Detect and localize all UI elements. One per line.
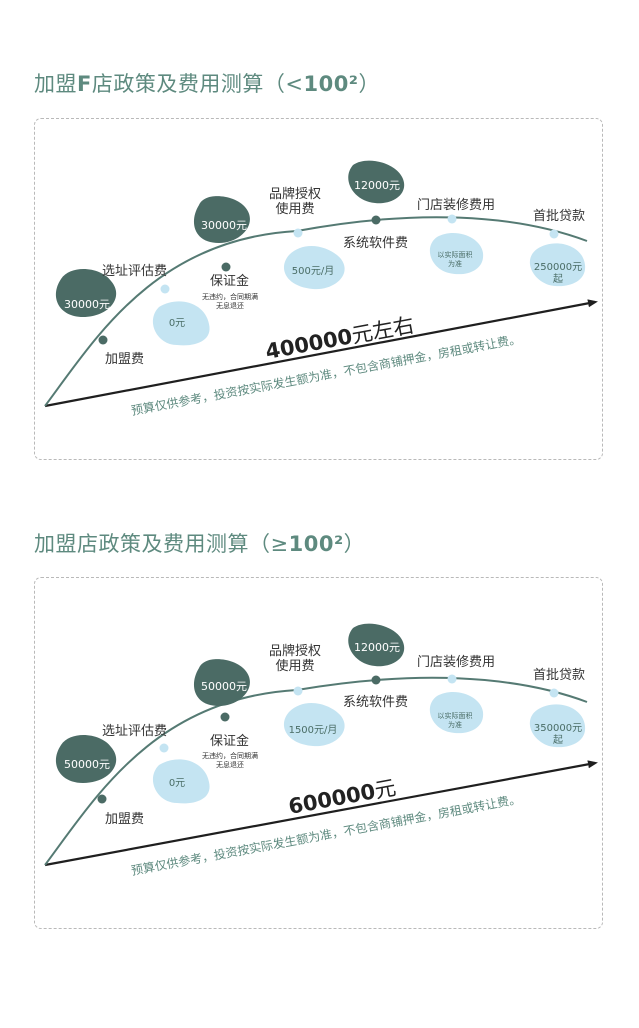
decor-fee-value-1: 以实际面积: [438, 711, 473, 720]
brand-fee-value: 1500元/月: [289, 724, 338, 736]
curve-node-brand: [293, 228, 303, 238]
fee-diagram-1: 30000元 0元 30000元 500元/月 12000元 以实际面积 为准 …: [44, 160, 598, 418]
brand-fee-label-2: 使用费: [275, 201, 314, 217]
site-fee-value: 0元: [169, 778, 185, 789]
curve-node-decor: [447, 214, 457, 224]
blob-software-fee: [348, 623, 405, 667]
curve-node-join: [98, 335, 108, 345]
deposit-note-1: 无违约，合同期满: [202, 751, 258, 760]
decor-fee-label: 门店装修费用: [417, 655, 495, 670]
curve-node-software: [371, 215, 381, 225]
curve-node-site: [159, 743, 169, 753]
join-fee-label: 加盟费: [105, 812, 144, 827]
curve-node-brand: [293, 686, 303, 696]
site-fee-value: 0元: [169, 318, 185, 329]
blob-decor-fee: [429, 691, 484, 734]
brand-fee-label-2: 使用费: [275, 658, 314, 674]
software-fee-value: 12000元: [354, 179, 400, 192]
decor-fee-value-2: 为准: [448, 720, 462, 729]
decor-fee-value-2: 为准: [448, 259, 462, 268]
section-title-2: 加盟店政策及费用测算（≥100²）: [34, 532, 366, 556]
section-title-1: 加盟F店政策及费用测算（<100²）: [34, 72, 381, 96]
decor-fee-value-1: 以实际面积: [438, 250, 473, 259]
deposit-label: 保证金: [210, 273, 249, 289]
blob-join-fee: [55, 269, 117, 317]
software-fee-label: 系统软件费: [343, 695, 408, 710]
blob-deposit: [193, 196, 250, 243]
fee-diagram-2: 50000元 0元 50000元 1500元/月 12000元 以实际面积 为准…: [44, 623, 598, 878]
brand-fee-label-1: 品牌授权: [269, 186, 321, 202]
site-fee-label: 选址评估费: [102, 724, 167, 739]
fee-card-2: 50000元 0元 50000元 1500元/月 12000元 以实际面积 为准…: [34, 577, 603, 929]
curve-node-deposit: [220, 712, 230, 722]
join-fee-value: 30000元: [64, 298, 110, 311]
blob-software-fee: [348, 160, 405, 204]
curve-node-decor: [447, 674, 457, 684]
blob-site-fee: [152, 301, 210, 346]
curve-node-site: [160, 284, 170, 294]
software-fee-label: 系统软件费: [343, 236, 408, 251]
fee-card-1: 30000元 0元 30000元 500元/月 12000元 以实际面积 为准 …: [34, 118, 603, 460]
deposit-value: 50000元: [201, 680, 247, 693]
software-fee-value: 12000元: [354, 641, 400, 654]
deposit-note-2: 无息退还: [216, 760, 244, 769]
stock-fee-label: 首批贷款: [533, 668, 585, 683]
join-fee-value: 50000元: [64, 758, 110, 771]
blob-brand-fee: [283, 246, 345, 290]
deposit-note-1: 无违约，合同期满: [202, 292, 258, 301]
blob-deposit: [193, 659, 250, 706]
blob-site-fee: [152, 759, 210, 804]
blob-brand-fee: [283, 703, 345, 747]
curve-node-stock: [549, 688, 559, 698]
brand-fee-label-1: 品牌授权: [269, 643, 321, 659]
curve-node-join: [97, 794, 107, 804]
total-arrow: [44, 299, 598, 408]
curve-node-stock: [549, 229, 559, 239]
stock-fee-value-1: 350000元: [534, 723, 582, 734]
stock-fee-label: 首批贷款: [533, 209, 585, 224]
stock-fee-value-1: 250000元: [534, 262, 582, 273]
curve-node-software: [371, 675, 381, 685]
stock-fee-value-2: 起: [553, 734, 563, 746]
total-arrow: [44, 760, 598, 867]
brand-fee-value: 500元/月: [292, 265, 334, 277]
curve-node-deposit: [221, 262, 231, 272]
deposit-label: 保证金: [210, 733, 249, 749]
total-estimate: 600000元: [287, 776, 398, 819]
join-fee-label: 加盟费: [105, 352, 144, 367]
blob-decor-fee: [429, 232, 484, 275]
blob-stock-fee: [529, 243, 586, 287]
stock-fee-value-2: 起: [553, 273, 563, 285]
deposit-note-2: 无息退还: [216, 301, 244, 310]
deposit-value: 30000元: [201, 219, 247, 232]
decor-fee-label: 门店装修费用: [417, 198, 495, 213]
blob-stock-fee: [529, 704, 586, 748]
blob-join-fee: [55, 735, 117, 783]
site-fee-label: 选址评估费: [102, 264, 167, 279]
